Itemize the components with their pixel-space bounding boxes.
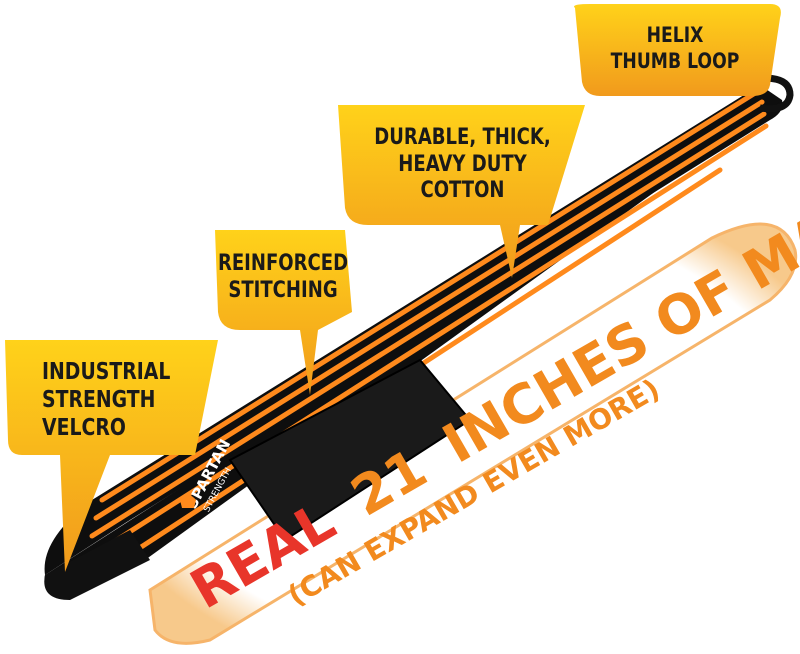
- callout-velcro: INDUSTRIAL STRENGTH VELCRO: [42, 350, 181, 450]
- callout-cotton: DURABLE, THICK, HEAVY DUTY COTTON: [374, 110, 550, 220]
- callout-velcro-bg: [5, 340, 218, 572]
- callout-helix: HELIX THUMB LOOP: [597, 12, 753, 86]
- callout-helix-line-2: THUMB LOOP: [610, 49, 740, 73]
- callout-cotton-bg: [338, 105, 585, 278]
- callout-velcro-line-3: VELCRO: [42, 415, 126, 442]
- helmet-icon: [180, 495, 196, 508]
- banner-background: [148, 222, 798, 645]
- callout-helix-line-1: HELIX: [646, 23, 704, 48]
- strap-end-tab: [44, 530, 150, 600]
- callout-velcro-line-2: STRENGTH: [42, 386, 156, 413]
- callout-velcro-line-1: INDUSTRIAL: [42, 358, 171, 385]
- callout-stitching: REINFORCED STITCHING: [218, 238, 348, 318]
- callout-helix-bg: [574, 4, 781, 96]
- velcro-patch: [228, 358, 472, 542]
- callout-stitching-line-1: REINFORCED: [217, 251, 349, 277]
- callout-stitching-line-2: STITCHING: [228, 278, 338, 303]
- callout-cotton-line-2: HEAVY DUTY: [398, 151, 527, 177]
- callout-cotton-line-3: COTTON: [420, 178, 505, 204]
- callout-stitching-bg: [215, 230, 352, 395]
- wrist-wrap-strap: [44, 74, 794, 600]
- callout-cotton-line-1: DURABLE, THICK,: [374, 124, 551, 150]
